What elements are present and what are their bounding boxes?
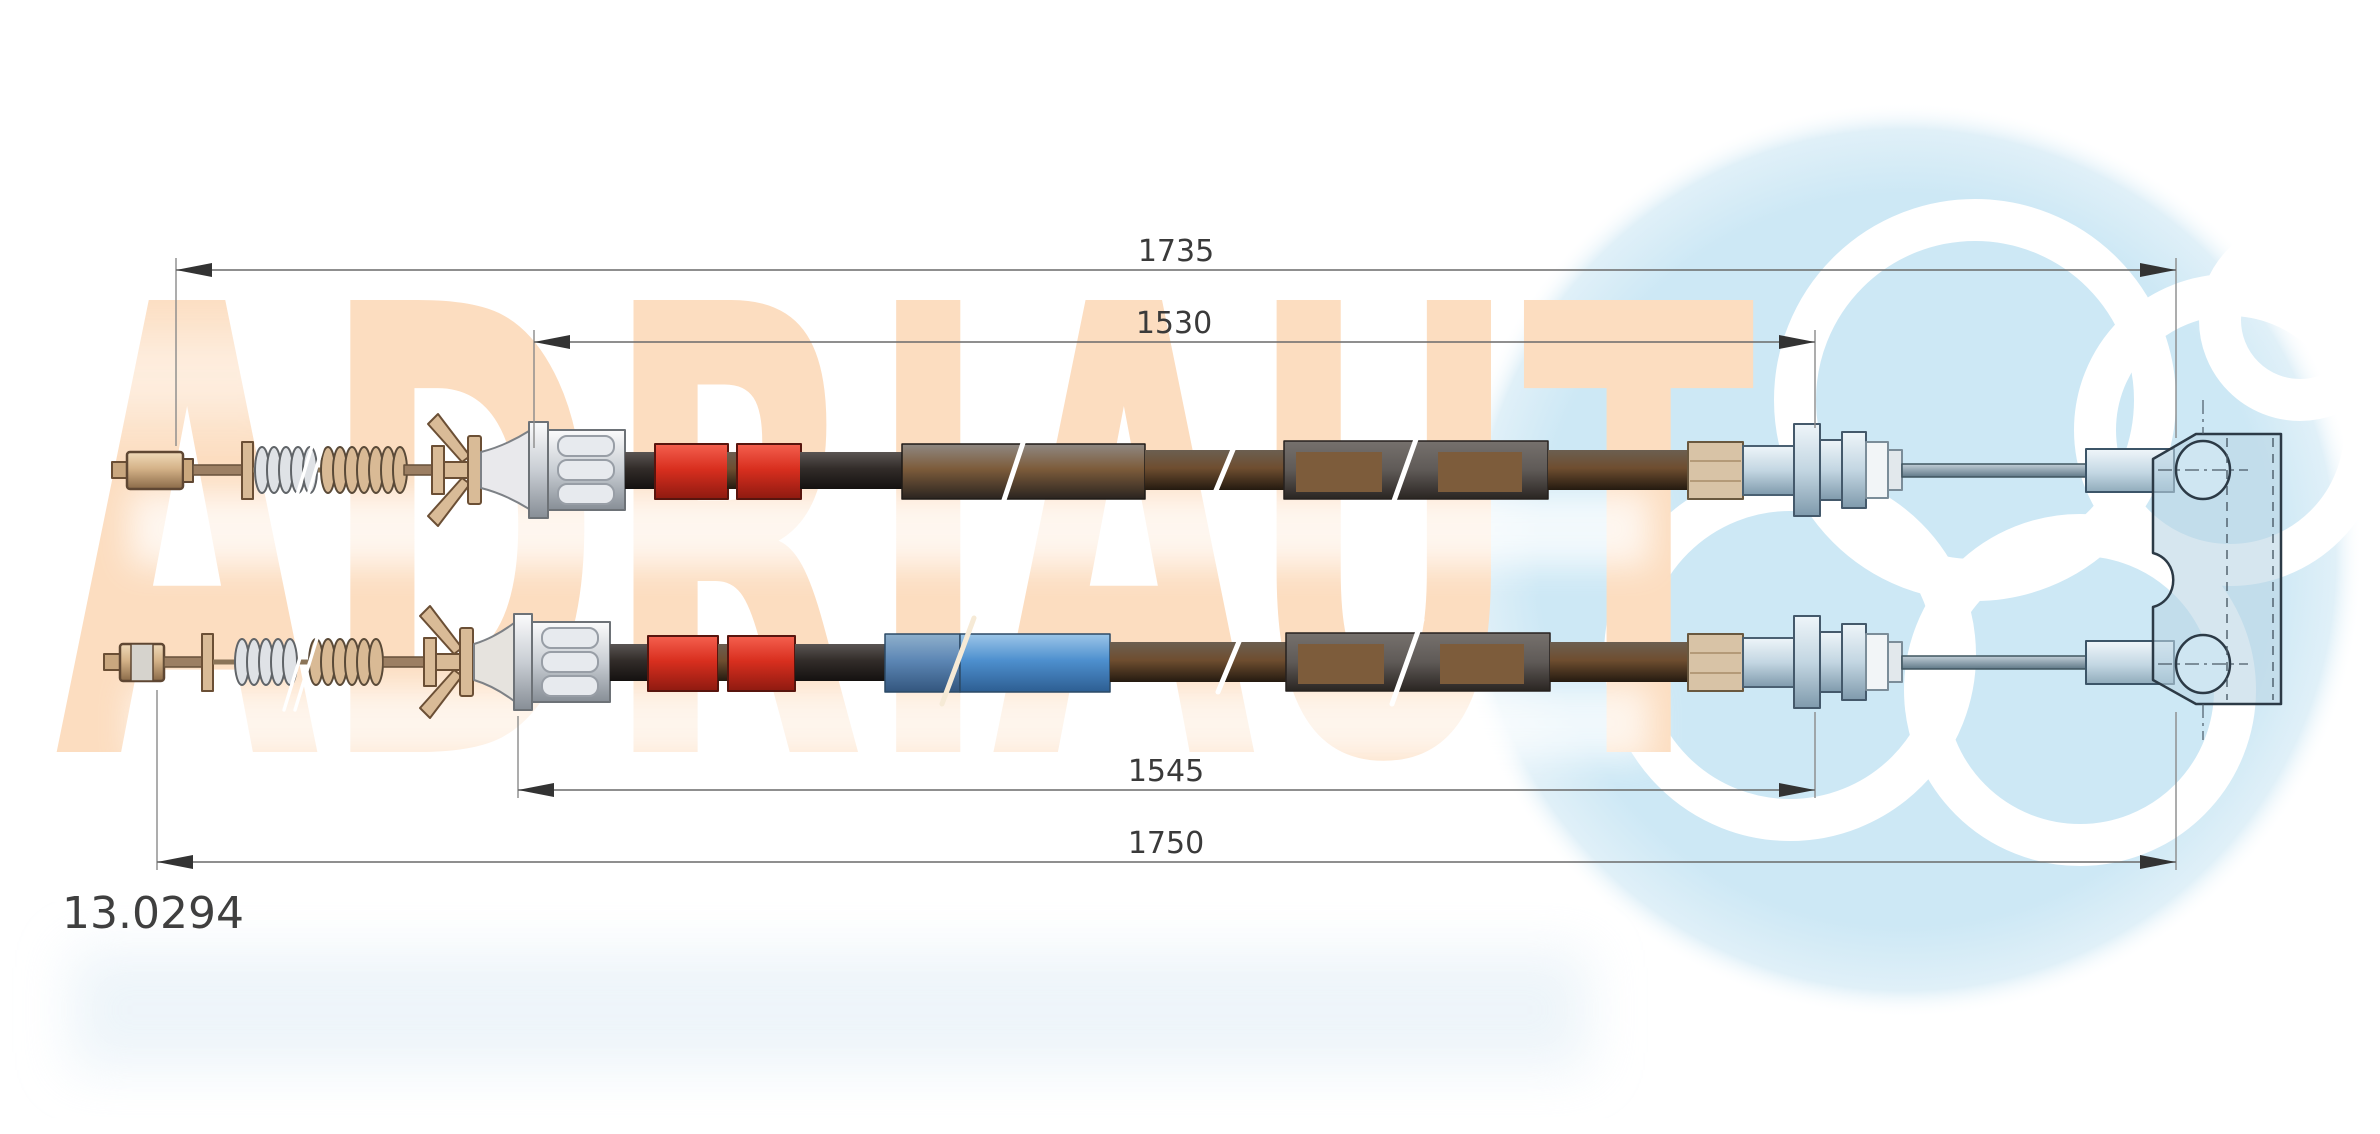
lower-retainer-clip <box>419 605 474 719</box>
lower-red-band-1 <box>647 635 719 692</box>
lower-spring-tan <box>308 638 384 686</box>
lower-threaded-rod <box>163 656 205 668</box>
upper-retainer-clip <box>427 413 482 527</box>
dimension-bottom-inner: 1545 <box>517 712 1816 798</box>
dim-label-top-inner: 1530 <box>1136 306 1212 341</box>
dim-label-top-overall: 1735 <box>1138 234 1214 269</box>
haze <box>60 330 1650 1070</box>
upper-flange <box>528 421 549 519</box>
upper-washer <box>241 441 254 500</box>
bracket-hole-top <box>2174 439 2232 501</box>
part-number: 13.0294 <box>62 888 244 939</box>
dim-label-bottom-overall: 1750 <box>1128 826 1204 861</box>
upper-spring-tan <box>320 446 408 494</box>
lower-right-fittings <box>1687 615 1903 709</box>
upper-red-band-2 <box>736 443 802 500</box>
lower-spring-silver <box>234 638 298 686</box>
upper-threaded-rod <box>192 464 246 476</box>
lower-blue-sleeve-right <box>959 633 1111 693</box>
dimension-top-overall: 1735 <box>175 234 2177 446</box>
lower-spring-break-mark <box>282 610 327 712</box>
upper-end-cap <box>125 450 185 491</box>
dimension-bottom-overall: 1750 <box>156 690 2177 870</box>
lower-inner-wire <box>1901 655 2089 670</box>
upper-right-fittings <box>1687 423 1903 517</box>
lower-end-nub <box>103 653 121 671</box>
lower-flange <box>513 613 533 711</box>
lower-washer <box>201 633 214 692</box>
upper-spring-silver <box>254 446 318 494</box>
upper-inner-wire <box>1901 463 2089 478</box>
upper-red-band-1 <box>654 443 729 500</box>
dimension-top-inner: 1530 <box>533 306 1816 448</box>
upper-cable <box>111 413 2175 527</box>
lower-red-band-2 <box>727 635 796 692</box>
bracket-hole-bottom <box>2174 633 2232 695</box>
upper-end-nub <box>111 461 129 479</box>
upper-sleeve-1 <box>901 443 1146 500</box>
lower-cable <box>103 605 2175 719</box>
mounting-bracket <box>2151 400 2283 740</box>
upper-spring-break-mark <box>288 418 333 520</box>
dim-label-bottom-inner: 1545 <box>1128 754 1204 789</box>
